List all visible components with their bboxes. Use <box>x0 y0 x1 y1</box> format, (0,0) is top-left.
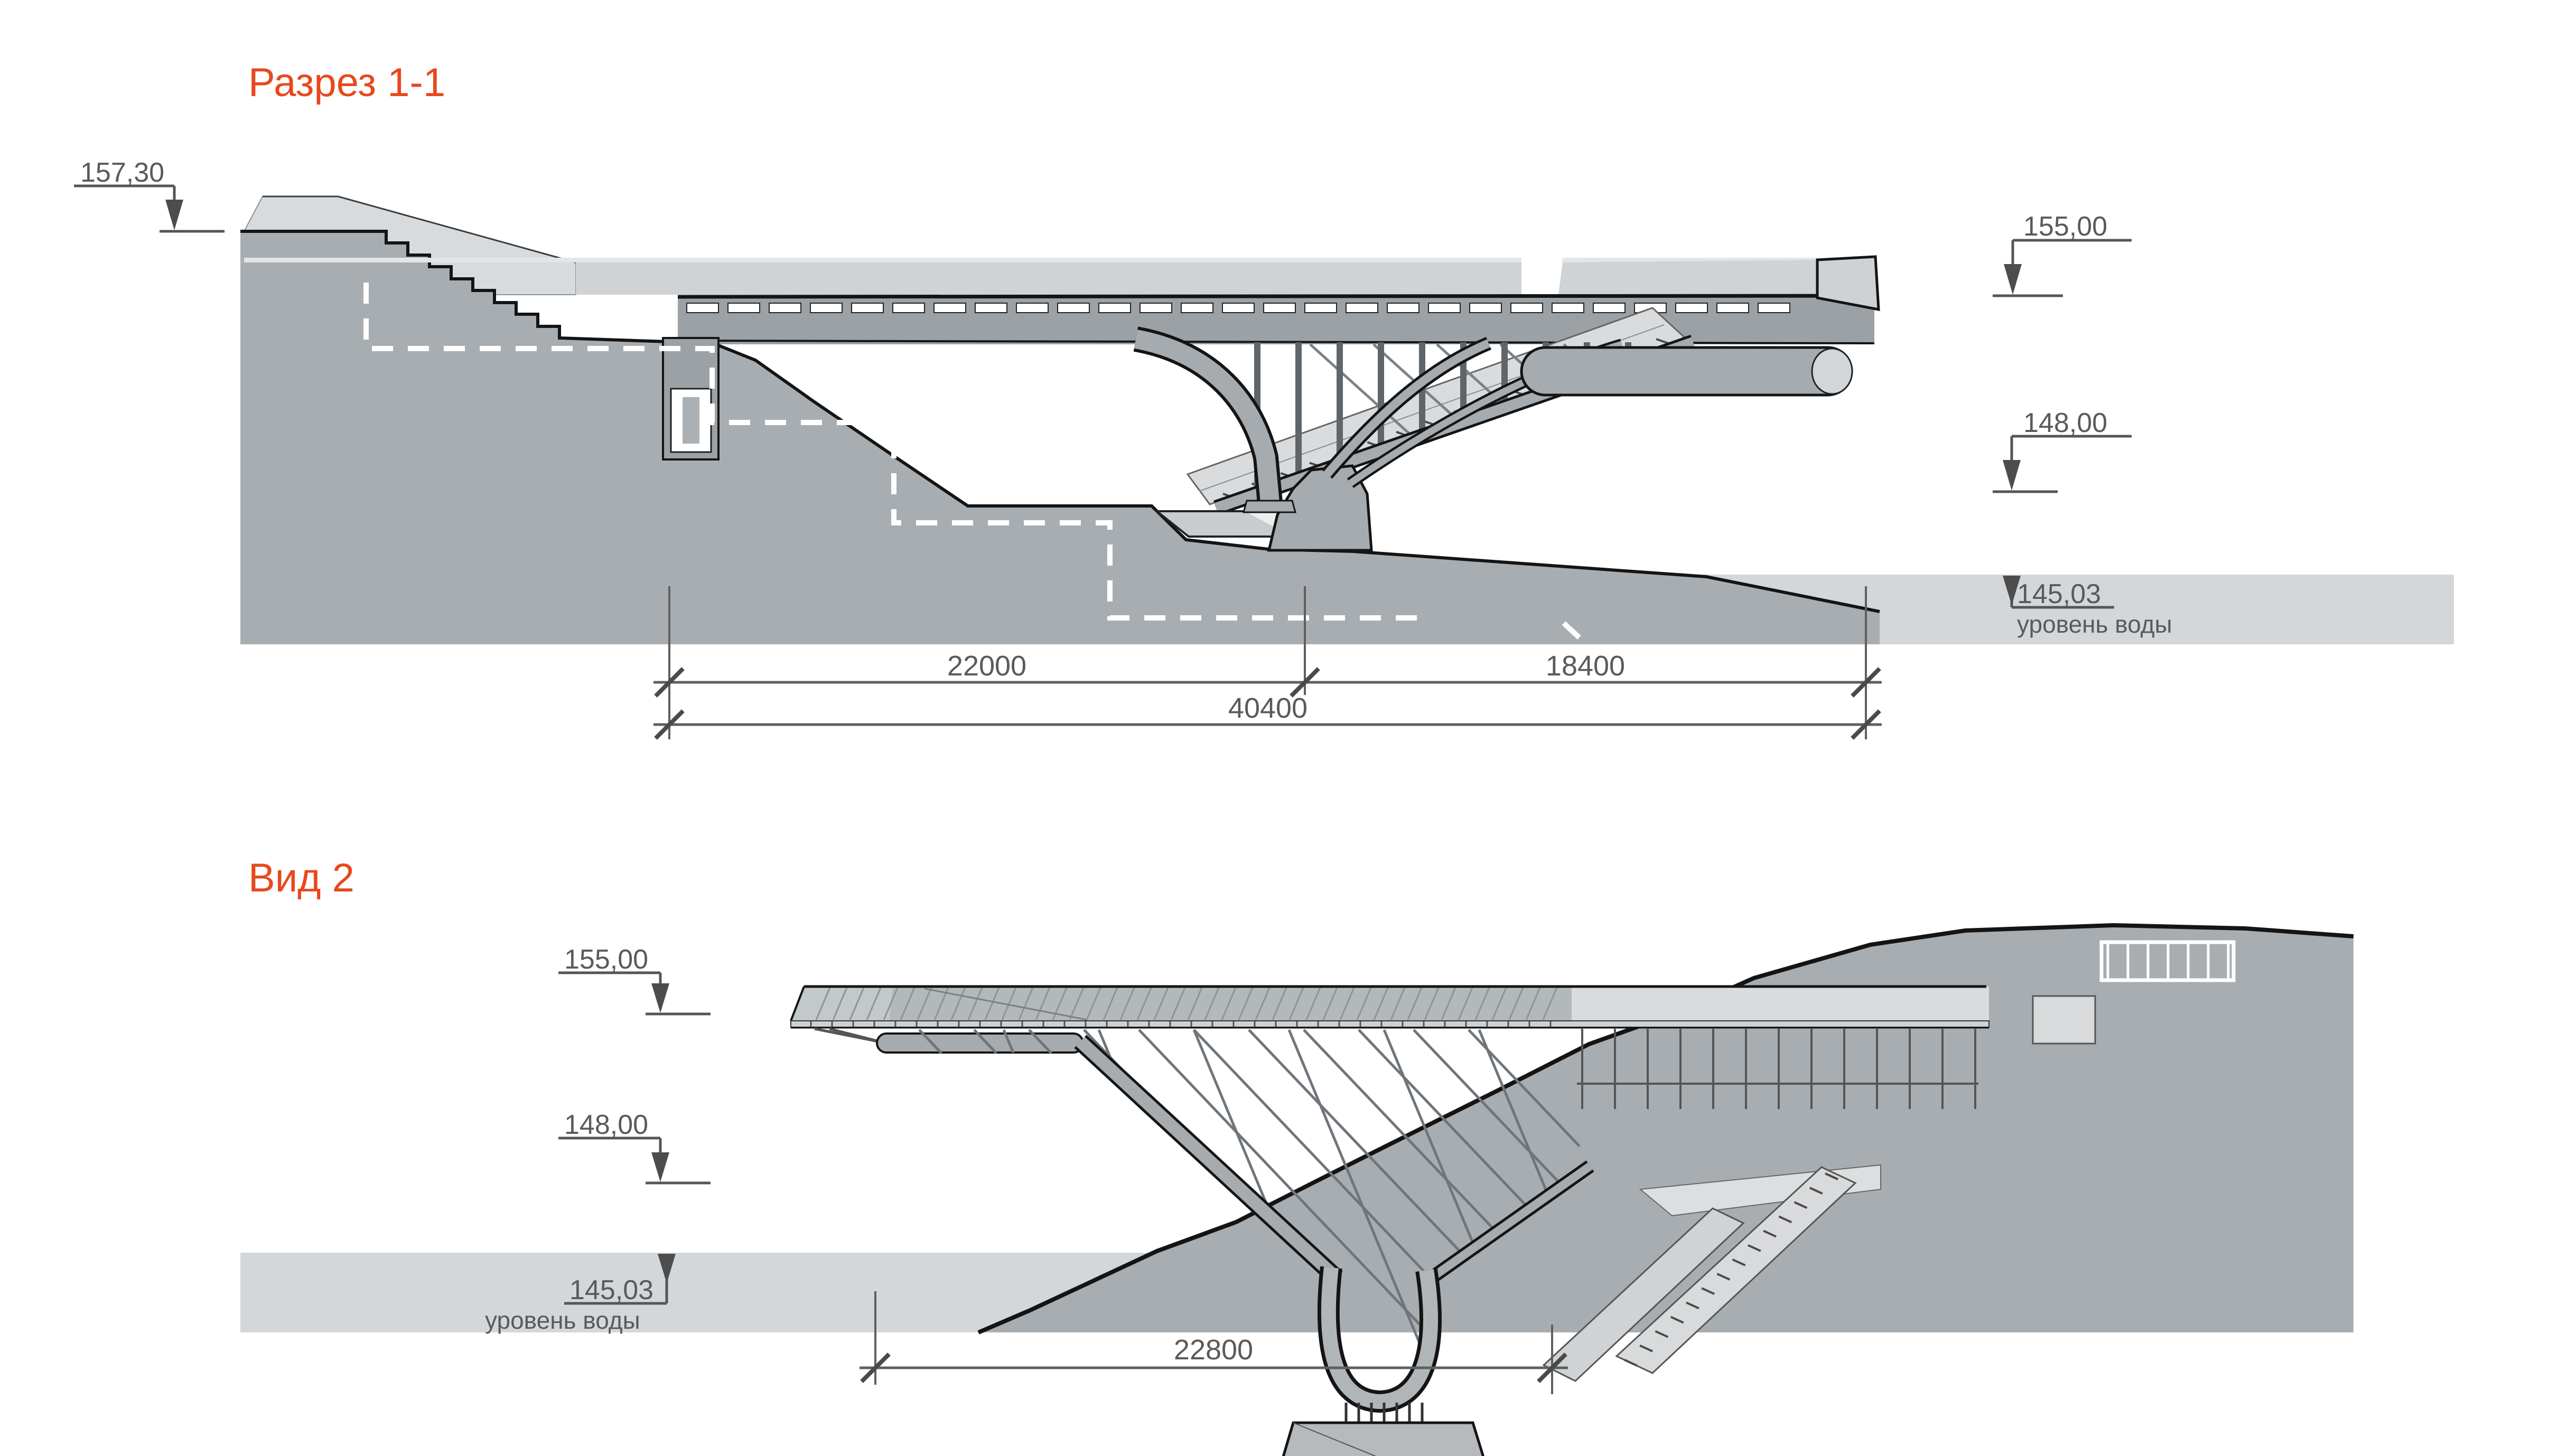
section-title: Разрез 1-1 <box>248 60 445 105</box>
hill-crest-outline <box>977 923 2354 1335</box>
hillside-stair-2 <box>1542 1207 1745 1382</box>
pier-foot <box>1243 500 1296 513</box>
hilltop-railing <box>2032 940 2236 1045</box>
pier-branch-1 <box>1323 339 1491 477</box>
elevation-mark-157-30: 157,30 <box>74 157 225 233</box>
hidden-outline-shore <box>1562 621 1706 660</box>
hillside-stair-1 <box>1615 1166 1857 1374</box>
svg-text:155,00: 155,00 <box>2023 211 2107 242</box>
truss-chord-left <box>1076 1037 1341 1283</box>
down-arrow-icon <box>651 1152 669 1182</box>
dim-22000: 22000 <box>947 650 1026 682</box>
dim-22800: 22800 <box>1174 1334 1253 1366</box>
stair-step-ticks <box>1624 1172 1838 1367</box>
bearing-post <box>683 397 699 444</box>
water-level-label: уровень воды <box>485 1307 640 1334</box>
elevation-mark-145-03: 145,03 уровень воды <box>485 1254 676 1334</box>
svg-text:148,00: 148,00 <box>564 1110 648 1140</box>
up-arrow-icon <box>658 1254 676 1283</box>
truss-chord-right <box>1421 1162 1593 1287</box>
deck-hatching <box>815 987 1558 1020</box>
svg-text:145,03: 145,03 <box>569 1275 653 1305</box>
dim-18400: 18400 <box>1546 650 1625 682</box>
dim-40400: 40400 <box>1228 692 1307 724</box>
water-level-label: уровень воды <box>2017 610 2172 638</box>
elevation-mark-155-00: 155,00 <box>1993 211 2132 297</box>
dimension-ticks <box>860 1352 1567 1383</box>
hidden-foundation-outline <box>1265 1389 1581 1456</box>
deck-panel-left <box>791 987 893 1021</box>
plaza-top-strip <box>244 258 1521 262</box>
truss-lattice <box>918 1029 1581 1358</box>
dimension-ticks <box>654 667 1881 740</box>
far-railing-posts <box>1577 1029 1978 1109</box>
deck-fascia <box>790 1020 1990 1028</box>
terrain-section <box>240 231 1880 644</box>
up-arrow-icon <box>2003 576 2021 605</box>
svg-text:155,00: 155,00 <box>564 944 648 975</box>
svg-text:148,00: 148,00 <box>2023 408 2107 438</box>
deck-railing-slots <box>686 303 1790 313</box>
plaza-right <box>1572 987 1989 1021</box>
anchor-bolts <box>1344 1403 1424 1422</box>
svg-text:145,03: 145,03 <box>2017 579 2101 609</box>
down-arrow-icon <box>2004 264 2022 295</box>
elevation-mark-148-00: 148,00 <box>1993 408 2132 493</box>
elevation-mark-148-00: 148,00 <box>558 1110 711 1185</box>
pier-pedestal <box>1282 1421 1485 1456</box>
svg-text:157,30: 157,30 <box>80 157 164 188</box>
fascia-ticks <box>810 1021 1552 1027</box>
edge-beam-cap <box>1811 347 1853 395</box>
down-arrow-icon <box>651 983 669 1013</box>
pier-s-branch <box>1134 330 1280 504</box>
hidden-outline-right <box>1582 1393 1859 1431</box>
elevation-mark-155-00: 155,00 <box>558 944 711 1016</box>
dimension-lines: 22000 18400 40400 <box>653 586 1882 740</box>
loop-leg <box>1321 1266 1438 1410</box>
edge-beam <box>1520 346 1853 397</box>
deck-end-block <box>1816 255 1880 312</box>
plaza-band-left <box>576 262 1521 295</box>
down-arrow-icon <box>165 200 183 230</box>
down-arrow-icon <box>2003 460 2021 491</box>
section-1-1-drawing: Разрез 1-1 <box>74 60 2454 740</box>
dimension-lines: 22800 <box>860 1291 1568 1394</box>
view-2-drawing: Вид 2 <box>240 856 2354 1456</box>
hill-terrain <box>978 925 2353 1332</box>
elevation-mark-145-03: 145,03 уровень воды <box>2003 576 2172 638</box>
plaza-band-right <box>1558 260 1818 295</box>
view-title: Вид 2 <box>248 856 354 900</box>
hidden-structure-outline <box>363 283 1426 621</box>
